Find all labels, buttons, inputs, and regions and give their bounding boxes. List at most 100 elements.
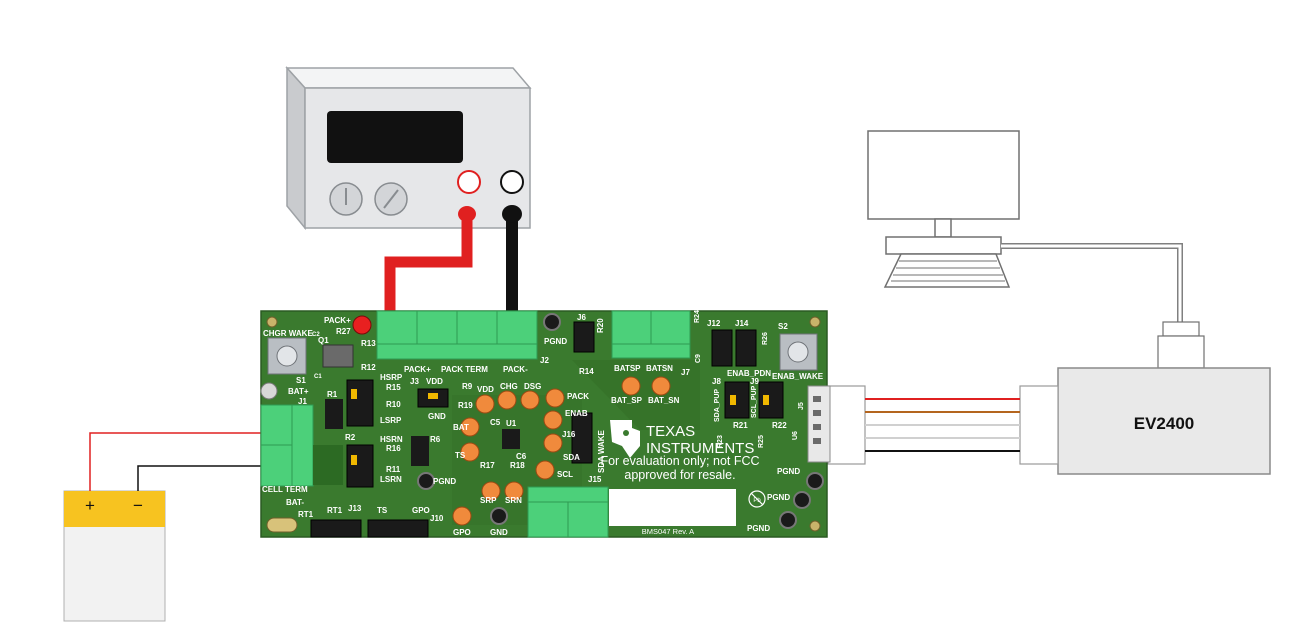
lbl-hsrn: HSRN [380, 435, 403, 444]
u1-ic [502, 429, 520, 449]
lbl-scl: SCL [557, 470, 573, 479]
lbl-bat-plus: BAT+ [288, 387, 309, 396]
lbl-gpo: GPO [412, 506, 430, 515]
rt1-thermistor [266, 517, 298, 533]
lbl-r10: R10 [386, 400, 401, 409]
lbl-r6: R6 [430, 435, 441, 444]
battery-minus-label: − [133, 496, 143, 515]
lbl-pgnd-r1: PGND [777, 467, 800, 476]
lbl-enab-pdn: ENAB_PDN [727, 369, 771, 378]
lbl-lsrn: LSRN [380, 475, 402, 484]
lbl-lsrp: LSRP [380, 416, 402, 425]
lbl-bat-sp: BAT_SP [611, 396, 643, 405]
lbl-pack-plus: PACK+ [324, 316, 351, 325]
bench-power-supply-icon [285, 66, 532, 231]
pb-free-icon: Pb [748, 490, 766, 508]
r1-resistor [325, 399, 343, 429]
lbl-j3: J3 [410, 377, 419, 386]
lbl-j7: J7 [681, 368, 690, 377]
psu-knob-2 [374, 182, 408, 216]
lbl-r22: R22 [772, 421, 787, 430]
psu-positive-terminal [457, 170, 481, 194]
lbl-srp: SRP [480, 496, 497, 505]
lbl-vdd: VDD [426, 377, 443, 386]
lbl-c6: C6 [516, 452, 527, 461]
svg-text:Pb: Pb [753, 498, 761, 504]
texas-wordmark: TEXAS [646, 423, 695, 440]
lbl-r2: R2 [345, 433, 356, 442]
lbl-r25: R25 [758, 435, 765, 448]
battery-black-wire [137, 465, 262, 491]
lbl-r16: R16 [386, 444, 401, 453]
evm-board: TEXAS INSTRUMENTS For evaluation only; n… [260, 310, 831, 538]
lbl-c5: C5 [490, 418, 501, 427]
battery-plus-label: + [85, 496, 95, 515]
psu-display [327, 111, 463, 163]
lbl-r9: R9 [462, 382, 473, 391]
lbl-batsp: BATSP [614, 364, 641, 373]
instruments-wordmark: INSTRUMENTS [646, 440, 754, 457]
lbl-gnd: GND [428, 412, 446, 421]
jumper-shunts [351, 389, 769, 465]
lbl-j14: J14 [735, 319, 749, 328]
lbl-r11: R11 [386, 465, 401, 474]
test-pads [452, 376, 671, 526]
q1-mosfet [322, 344, 354, 368]
bat-plus-terminal [260, 382, 278, 400]
lbl-sda-wake: SDA WAKE [597, 430, 606, 473]
lbl-j2: J2 [540, 356, 549, 365]
lbl-batsn: BATSN [646, 364, 673, 373]
usb-plug [1162, 321, 1200, 337]
r6-resistor [411, 436, 429, 466]
lbl-s1: S1 [296, 376, 306, 385]
computer-base [885, 236, 1002, 255]
lbl-enab: ENAB [565, 409, 588, 418]
lbl-ts: TS [455, 451, 466, 460]
lbl-sda-pup: SDA_PUP [714, 389, 721, 422]
lbl-pack-term: PACK TERM [441, 365, 488, 374]
lbl-j13: J13 [348, 504, 362, 513]
lbl-q1: Q1 [318, 336, 329, 345]
lbl-bat: BAT [453, 423, 469, 432]
desktop-computer-icon [867, 130, 1020, 288]
lbl-c2: C2 [312, 332, 320, 338]
lbl-sda: SDA [563, 453, 580, 462]
lbl-r13: R13 [361, 339, 376, 348]
lbl-r1: R1 [327, 390, 338, 399]
lbl-r23: R23 [717, 435, 724, 448]
lbl-cell-term: CELL TERM [262, 485, 308, 494]
battery-cell: + − [63, 490, 166, 622]
lbl-r27: R27 [336, 327, 351, 336]
lbl-chg: CHG [500, 382, 518, 391]
fcc-disclaimer-line1: For evaluation only; not FCC [600, 454, 759, 468]
lbl-j15: J15 [588, 475, 602, 484]
lbl-rt1-jumper: RT1 [327, 506, 343, 515]
red-plug [458, 206, 476, 222]
lbl-u1: U1 [506, 419, 517, 428]
lbl-c1: C1 [314, 374, 322, 380]
lbl-s2: S2 [778, 322, 788, 331]
lbl-rt1: RT1 [298, 510, 314, 519]
lbl-r18: R18 [510, 461, 525, 470]
lbl-pack-minus: PACK- [503, 365, 528, 374]
smbus-cable [827, 385, 1059, 465]
lbl-pack: PACK [567, 392, 589, 401]
lbl-pgnd-top: PGND [544, 337, 567, 346]
lbl-r14: R14 [579, 367, 594, 376]
ti-logo-icon [610, 420, 640, 458]
ev2400-module: EV2400 [1057, 367, 1271, 475]
lbl-vdd2: VDD [477, 385, 494, 394]
lbl-ts2: TS [377, 506, 388, 515]
lbl-r17: R17 [480, 461, 495, 470]
lbl-pgnd: PGND [433, 477, 456, 486]
board-revision: BMS047 Rev. A [642, 527, 694, 536]
lbl-bat-sn: BAT_SN [648, 396, 680, 405]
psu-negative-terminal [500, 170, 524, 194]
lbl-r19: R19 [458, 401, 473, 410]
battery-red-wire [89, 432, 262, 491]
lbl-j5: J5 [798, 402, 805, 410]
lbl-pgnd-r2: PGND [767, 493, 790, 502]
lbl-r12: R12 [361, 363, 376, 372]
keyboard [883, 253, 1011, 288]
lbl-srn: SRN [505, 496, 522, 505]
